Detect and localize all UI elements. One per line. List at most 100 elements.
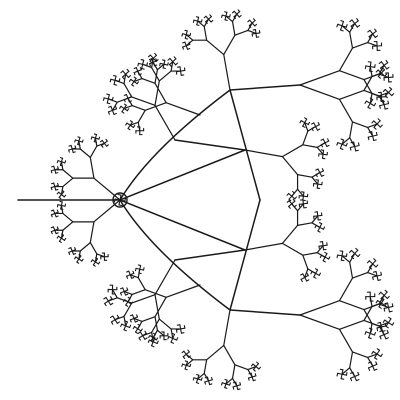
fractal-hook-line <box>345 24 348 28</box>
fractal-hook-line <box>60 237 66 241</box>
fractal-hook-line <box>162 59 166 62</box>
fractal-branch-line <box>131 96 156 106</box>
fractal-hook-line <box>369 328 373 334</box>
fractal-hook-line <box>379 335 382 340</box>
fractal-hook-line <box>251 22 256 27</box>
fractal-hook-line <box>125 321 128 327</box>
fractal-hook-line <box>300 276 306 280</box>
fractal-hook-line <box>315 272 320 276</box>
fractal-branch-line <box>367 41 378 47</box>
fractal-hook-line <box>354 22 358 28</box>
fractal-hook-line <box>139 67 142 71</box>
fractal-hook-line <box>286 192 290 196</box>
fractal-hook-line <box>220 382 223 386</box>
fractal-hook-line <box>371 350 374 355</box>
fractal-hook-line <box>254 23 258 27</box>
fractal-hook-line <box>320 138 324 141</box>
fractal-hook-line <box>101 142 105 147</box>
fractal-hook-line <box>93 141 97 143</box>
fractal-hook-line <box>59 161 63 166</box>
fractal-hook-line <box>354 252 359 258</box>
fractal-hook-line <box>183 350 187 355</box>
fractal-hook-line <box>298 195 304 197</box>
fractal-hook-line <box>251 375 257 378</box>
fractal-hook-line <box>324 256 330 260</box>
fractal-hook-line <box>380 72 386 77</box>
fractal-hook-line <box>337 142 343 145</box>
fractal-hook-line <box>129 324 132 329</box>
fractal-hook-line <box>132 326 136 330</box>
fractal-hook-line <box>139 331 144 337</box>
fractal-hook-line <box>133 326 139 330</box>
fractal-hook-line <box>126 68 130 72</box>
fractal-hook-line <box>132 270 135 274</box>
fractal-hook-line <box>318 153 324 155</box>
fractal-hook-line <box>357 254 361 258</box>
fractal-hook-line <box>349 145 356 149</box>
fractal-hook-line <box>68 148 73 151</box>
fractal-hook-line <box>375 271 378 277</box>
fractal-hook-line <box>353 141 356 148</box>
fractal-branch-line <box>197 372 205 380</box>
fractal-branch-line <box>299 300 341 316</box>
fractal-hook-line <box>299 120 302 124</box>
fractal-hook-line <box>60 204 63 210</box>
fractal-branch-line <box>62 169 74 179</box>
fractal-hook-line <box>382 99 385 106</box>
fractal-hook-line <box>131 314 135 319</box>
fractal-hook-line <box>365 65 371 68</box>
fractal-hook-line <box>316 128 321 131</box>
fractal-hook-line <box>383 103 390 106</box>
fractal-hook-line <box>367 135 374 138</box>
fractal-hook-line <box>225 383 231 386</box>
fractal-hook-line <box>196 20 199 26</box>
fractal-branch-line <box>247 29 257 35</box>
fractal-hook-line <box>317 230 321 233</box>
fractal-hook-line <box>172 61 177 66</box>
fractal-hook-line <box>317 179 319 185</box>
fractal-hook-line <box>155 337 159 341</box>
fractal-hook-line <box>379 329 383 333</box>
fractal-hook-line <box>209 383 213 386</box>
fractal-hook-line <box>380 353 383 358</box>
fractal-hook-line <box>148 334 151 338</box>
fractal-hook-line <box>126 108 130 112</box>
fractal-hook-line <box>384 95 388 99</box>
fractal-branch-line <box>351 41 369 49</box>
fractal-hook-line <box>315 269 319 274</box>
fractal-hook-line <box>127 301 132 305</box>
fractal-hook-line <box>224 15 227 21</box>
fractal-hook-line <box>137 331 141 334</box>
fractal-hook-line <box>140 59 145 61</box>
fractal-hook-line <box>324 140 330 144</box>
fractal-hook-line <box>113 198 116 203</box>
fractal-hook-line <box>337 254 343 257</box>
fractal-hook-line <box>137 69 142 72</box>
fractal-hook-line <box>368 131 373 133</box>
fractal-hook-line <box>132 124 136 128</box>
fractal-hook-line <box>189 363 192 368</box>
fractal-hook-line <box>237 9 241 13</box>
fractal-hook-line <box>378 291 382 295</box>
fractal-branch-line <box>131 289 146 296</box>
fractal-hook-line <box>376 120 381 125</box>
fractal-hook-line <box>116 321 121 324</box>
fractal-hook-line <box>304 274 309 278</box>
fractal-hook-line <box>61 233 65 236</box>
fractal-hook-line <box>185 43 191 47</box>
fractal-hook-line <box>179 66 182 72</box>
fractal-hook-line <box>57 235 63 239</box>
fractal-hook-line <box>383 104 386 110</box>
fractal-hook-line <box>56 226 59 230</box>
fractal-hook-line <box>376 274 383 277</box>
fractal-hook-line <box>384 319 390 324</box>
fractal-hook-line <box>129 120 133 123</box>
fractal-branch-line <box>304 268 309 279</box>
fractal-hook-line <box>247 19 251 23</box>
fractal-hook-line <box>180 328 182 334</box>
fractal-hook-line <box>68 251 71 255</box>
fractal-hook-line <box>78 254 82 257</box>
fractal-hook-line <box>76 258 80 263</box>
junction-knot <box>112 192 128 208</box>
fractal-hook-line <box>288 198 292 202</box>
